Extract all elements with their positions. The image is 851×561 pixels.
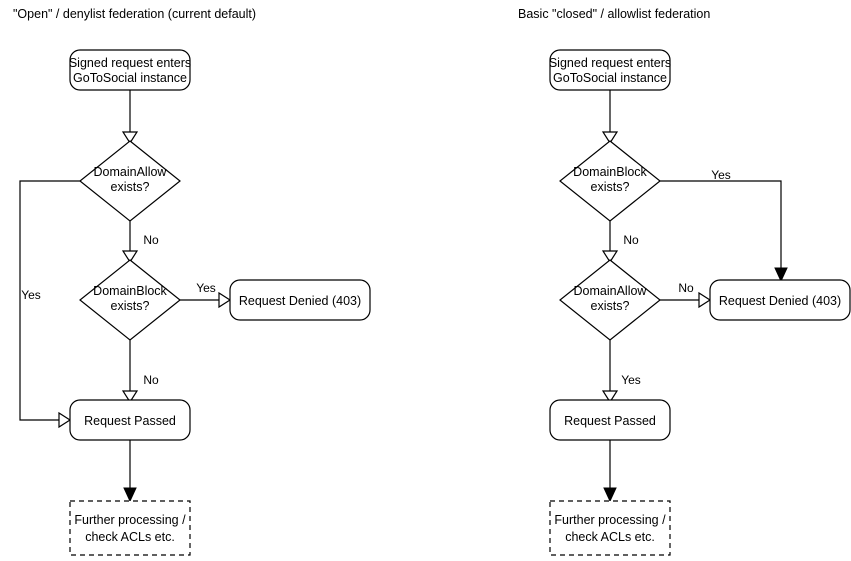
entry-label-line1: Signed request enters bbox=[549, 56, 671, 70]
edge-passed-to-further-right bbox=[603, 440, 617, 503]
panel-closed-allowlist: Basic "closed" / allowlist federation Si… bbox=[518, 7, 851, 556]
arrowhead-open-icon bbox=[58, 411, 72, 429]
edge-domainallow-no-to-domainblock: No bbox=[121, 221, 159, 264]
edge-label-allow-no: No bbox=[678, 281, 694, 295]
entry-label-line1: Signed request enters bbox=[69, 56, 191, 70]
arrowhead-open-icon bbox=[601, 390, 619, 404]
edge-domainallow-yes-to-passed: Yes bbox=[19, 180, 80, 429]
arrowhead-open-icon bbox=[698, 291, 712, 309]
node-request-passed-right: Request Passed bbox=[549, 399, 671, 441]
node-further-processing-right: Further processing / check ACLs etc. bbox=[549, 500, 671, 556]
further-label-line1: Further processing / bbox=[74, 513, 186, 527]
decision2-label-line2: exists? bbox=[111, 299, 150, 313]
further-box-shape bbox=[69, 500, 191, 556]
edge-domainblock-yes-to-denied: Yes bbox=[660, 168, 788, 283]
entry-label-line2: GoToSocial instance bbox=[73, 71, 187, 85]
edge-label-block-yes: Yes bbox=[711, 168, 731, 182]
node-request-denied-right: Request Denied (403) bbox=[709, 279, 851, 321]
edge-passed-to-further-left bbox=[123, 440, 137, 503]
panel-title-open-denylist: "Open" / denylist federation (current de… bbox=[13, 7, 256, 21]
arrowhead-open-icon bbox=[121, 390, 139, 404]
passed-label: Request Passed bbox=[84, 414, 176, 428]
entry-label-line2: GoToSocial instance bbox=[553, 71, 667, 85]
decision1-label-line2: exists? bbox=[591, 180, 630, 194]
further-label-line2: check ACLs etc. bbox=[85, 530, 175, 544]
node-entry-left: Signed request enters GoToSocial instanc… bbox=[69, 49, 191, 91]
node-entry-right: Signed request enters GoToSocial instanc… bbox=[549, 49, 671, 91]
node-decision-domainallow-left: DomainAllow exists? bbox=[79, 140, 181, 222]
arrowhead-open-icon bbox=[121, 250, 139, 264]
denied-box-shape bbox=[229, 279, 371, 321]
decision1-label-line1: DomainBlock bbox=[573, 165, 647, 179]
edge-label-block-no: No bbox=[623, 233, 639, 247]
panel-title-closed-allowlist: Basic "closed" / allowlist federation bbox=[518, 7, 710, 21]
passed-label: Request Passed bbox=[564, 414, 656, 428]
decision2-label-line1: DomainBlock bbox=[93, 284, 167, 298]
arrowhead-open-icon bbox=[601, 131, 619, 145]
further-label-line2: check ACLs etc. bbox=[565, 530, 655, 544]
edge-domainblock-yes-to-denied: Yes bbox=[180, 281, 232, 309]
decision2-label-line2: exists? bbox=[591, 299, 630, 313]
denied-label: Request Denied (403) bbox=[239, 294, 361, 308]
denied-box-shape bbox=[709, 279, 851, 321]
edge-domainallow-yes-to-passed: Yes bbox=[601, 340, 641, 404]
arrowhead-filled-icon bbox=[603, 487, 617, 503]
arrowhead-filled-icon bbox=[774, 267, 788, 283]
panel-open-denylist: "Open" / denylist federation (current de… bbox=[13, 7, 371, 556]
node-decision-domainblock-right: DomainBlock exists? bbox=[559, 140, 661, 222]
edge-label-allow-yes: Yes bbox=[621, 373, 641, 387]
further-label-line1: Further processing / bbox=[554, 513, 666, 527]
edge-entry-to-domainblock bbox=[601, 90, 619, 145]
decision1-label-line1: DomainAllow bbox=[94, 165, 168, 179]
edge-entry-to-domainallow bbox=[121, 90, 139, 145]
edge-label-allow-yes: Yes bbox=[21, 288, 41, 302]
further-box-shape bbox=[549, 500, 671, 556]
node-request-passed-left: Request Passed bbox=[69, 399, 191, 441]
edge-label-block-no: No bbox=[143, 373, 159, 387]
edge-label-allow-no: No bbox=[143, 233, 159, 247]
node-decision-domainallow-right: DomainAllow exists? bbox=[559, 259, 661, 341]
node-further-processing-left: Further processing / check ACLs etc. bbox=[69, 500, 191, 556]
arrowhead-open-icon bbox=[601, 250, 619, 264]
arrowhead-filled-icon bbox=[123, 487, 137, 503]
node-decision-domainblock-left: DomainBlock exists? bbox=[79, 259, 181, 341]
edge-domainallow-no-to-denied: No bbox=[660, 281, 712, 309]
edge-domainblock-no-to-domainallow: No bbox=[601, 221, 639, 264]
arrowhead-open-icon bbox=[121, 131, 139, 145]
decision2-label-line1: DomainAllow bbox=[574, 284, 648, 298]
denied-label: Request Denied (403) bbox=[719, 294, 841, 308]
edge-label-block-yes: Yes bbox=[196, 281, 216, 295]
edge-domainblock-no-to-passed: No bbox=[121, 340, 159, 404]
arrowhead-open-icon bbox=[218, 291, 232, 309]
node-request-denied-left: Request Denied (403) bbox=[229, 279, 371, 321]
decision1-label-line2: exists? bbox=[111, 180, 150, 194]
